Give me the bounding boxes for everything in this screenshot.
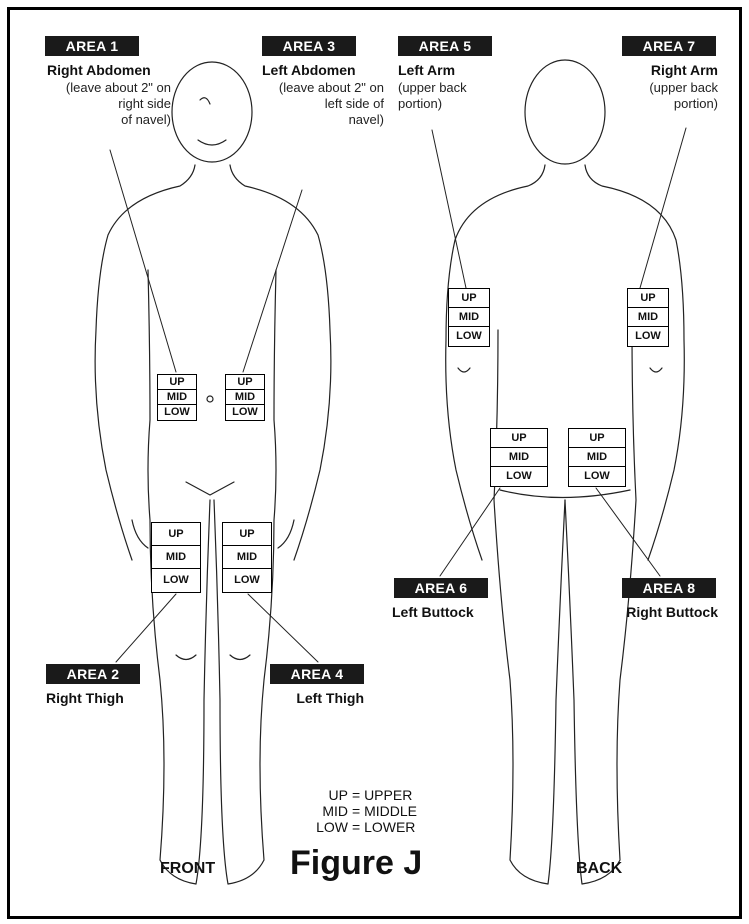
area-3-title: Left Abdomen bbox=[262, 62, 356, 79]
front-body-outline bbox=[95, 62, 331, 884]
area-7-zone-grid: UP MID LOW bbox=[627, 288, 669, 347]
area-2-tag: AREA 2 bbox=[46, 664, 140, 684]
zone-up: UP bbox=[152, 523, 200, 546]
front-label: FRONT bbox=[160, 860, 215, 878]
area-8-zone-grid: UP MID LOW bbox=[568, 428, 626, 487]
zone-mid: MID bbox=[158, 390, 196, 405]
area-7-tag: AREA 7 bbox=[622, 36, 716, 56]
zone-mid: MID bbox=[223, 546, 271, 569]
figure-title: Figure J bbox=[290, 844, 422, 883]
area-6-title: Left Buttock bbox=[392, 604, 474, 621]
zone-up: UP bbox=[158, 375, 196, 390]
zone-low: LOW bbox=[569, 467, 625, 486]
back-body-outline bbox=[446, 60, 685, 884]
zone-mid: MID bbox=[449, 308, 489, 327]
zone-low: LOW bbox=[158, 405, 196, 420]
zone-low: LOW bbox=[152, 569, 200, 592]
zone-mid: MID bbox=[226, 390, 264, 405]
zone-legend: UP= UPPER MID= MIDDLE LOW= LOWER bbox=[314, 787, 417, 835]
area-8-title: Right Buttock bbox=[622, 604, 718, 621]
area-1-tag: AREA 1 bbox=[45, 36, 139, 56]
legend-row: MID= MIDDLE bbox=[314, 803, 417, 819]
zone-mid: MID bbox=[491, 448, 547, 467]
zone-up: UP bbox=[491, 429, 547, 448]
area-5-title: Left Arm bbox=[398, 62, 455, 79]
area-3-zone-grid: UP MID LOW bbox=[225, 374, 265, 421]
area-2-zone-grid: UP MID LOW bbox=[151, 522, 201, 593]
area-4-title: Left Thigh bbox=[270, 690, 364, 707]
zone-mid: MID bbox=[152, 546, 200, 569]
legend-row: UP= UPPER bbox=[314, 787, 417, 803]
zone-low: LOW bbox=[491, 467, 547, 486]
zone-up: UP bbox=[223, 523, 271, 546]
zone-up: UP bbox=[569, 429, 625, 448]
area-8-tag: AREA 8 bbox=[622, 578, 716, 598]
zone-up: UP bbox=[628, 289, 668, 308]
zone-mid: MID bbox=[628, 308, 668, 327]
area-4-zone-grid: UP MID LOW bbox=[222, 522, 272, 593]
area-4-tag: AREA 4 bbox=[270, 664, 364, 684]
zone-up: UP bbox=[226, 375, 264, 390]
navel-mark bbox=[207, 396, 213, 402]
area-3-tag: AREA 3 bbox=[262, 36, 356, 56]
area-5-zone-grid: UP MID LOW bbox=[448, 288, 490, 347]
area-6-tag: AREA 6 bbox=[394, 578, 488, 598]
area-1-title: Right Abdomen bbox=[47, 62, 151, 79]
legend-row: LOW= LOWER bbox=[314, 819, 417, 835]
area-5-tag: AREA 5 bbox=[398, 36, 492, 56]
zone-mid: MID bbox=[569, 448, 625, 467]
area-2-title: Right Thigh bbox=[46, 690, 124, 707]
zone-low: LOW bbox=[223, 569, 271, 592]
zone-low: LOW bbox=[226, 405, 264, 420]
area-1-zone-grid: UP MID LOW bbox=[157, 374, 197, 421]
area-7-title: Right Arm bbox=[622, 62, 718, 79]
zone-low: LOW bbox=[628, 327, 668, 346]
zone-up: UP bbox=[449, 289, 489, 308]
back-label: BACK bbox=[576, 860, 622, 878]
zone-low: LOW bbox=[449, 327, 489, 346]
area-6-zone-grid: UP MID LOW bbox=[490, 428, 548, 487]
